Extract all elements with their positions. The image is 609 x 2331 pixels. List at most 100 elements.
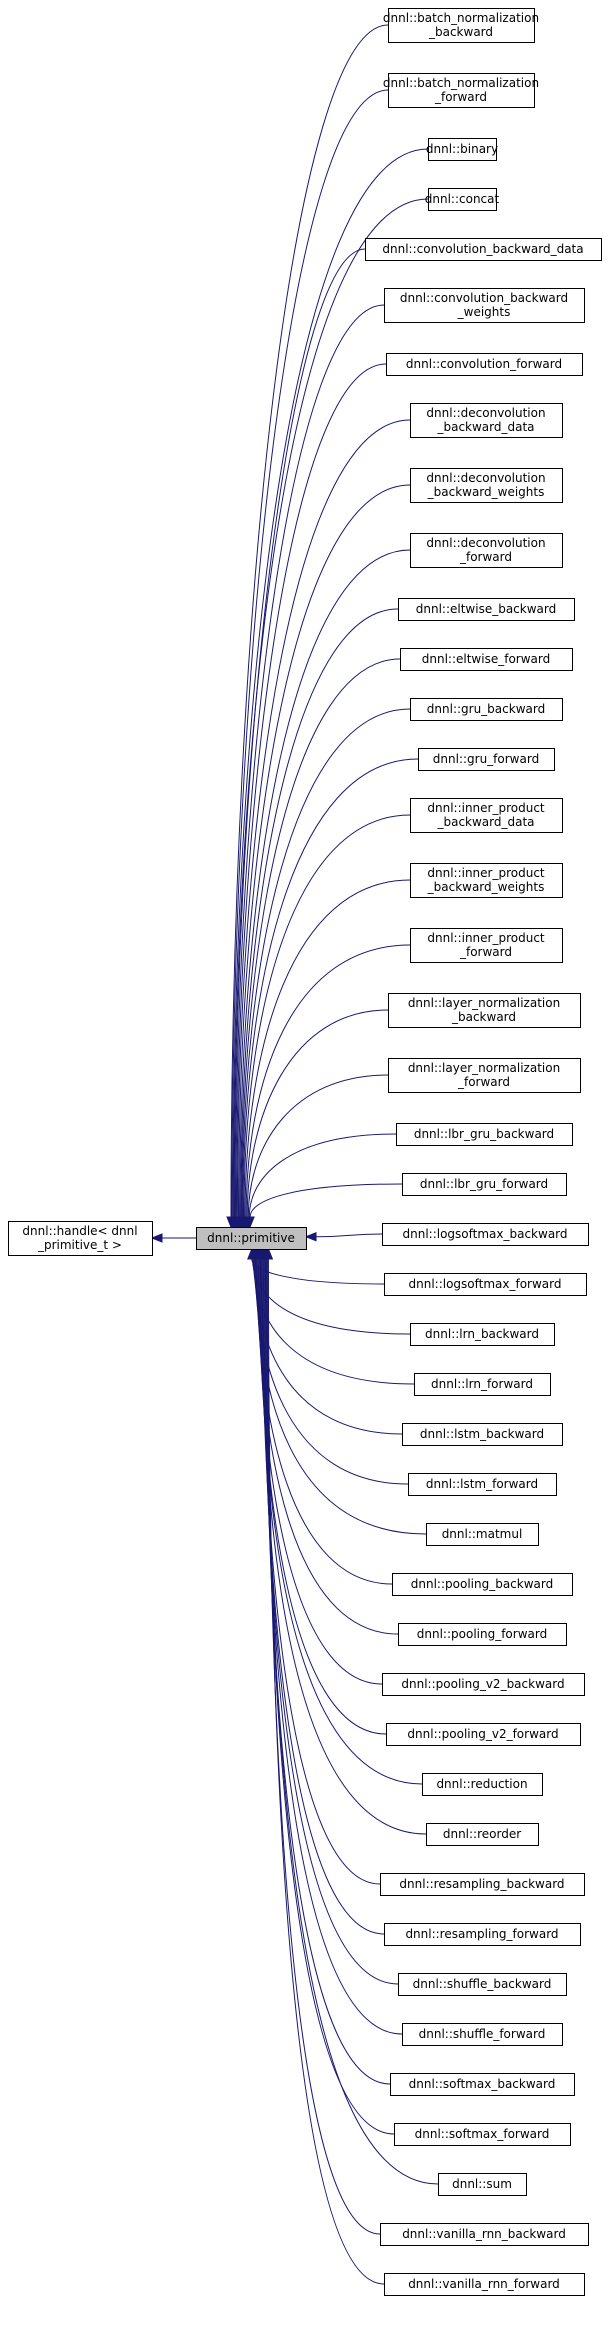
lrn-backward-node[interactable]: dnnl::lrn_backward	[410, 1323, 555, 1346]
lstm-backward-box	[402, 1423, 563, 1446]
pooling-v2-forward-node[interactable]: dnnl::pooling_v2_forward	[386, 1723, 581, 1746]
lrn-forward-box	[414, 1373, 551, 1396]
gru-forward-edge	[242, 758, 419, 1218]
pooling-backward-box	[392, 1573, 573, 1596]
lbr-gru-forward-label-line: dnnl::lbr_gru_forward	[420, 1177, 548, 1191]
gru-forward-node[interactable]: dnnl::gru_forward	[418, 748, 555, 771]
resampling-backward-label-line: dnnl::resampling_backward	[399, 1877, 564, 1891]
resampling-backward-box	[380, 1873, 585, 1896]
vanilla-rnn-backward-node[interactable]: dnnl::vanilla_rnn_backward	[380, 2223, 589, 2246]
logsoftmax-backward-node[interactable]: dnnl::logsoftmax_backward	[382, 1223, 589, 1246]
edges	[150, 24, 439, 2285]
convolution-backward-data-node[interactable]: dnnl::convolution_backward_data	[365, 238, 602, 261]
pooling-v2-backward-edge	[257, 1258, 383, 1685]
pooling-forward-node[interactable]: dnnl::pooling_forward	[398, 1623, 567, 1646]
convolution-backward-data-label-line: dnnl::convolution_backward_data	[382, 242, 583, 256]
nodes: dnnl::handle< dnnl_primitive_t > dnnl::pr…	[8, 8, 602, 2296]
lrn-forward-edge	[252, 1258, 415, 1385]
lstm-backward-node[interactable]: dnnl::lstm_backward	[402, 1423, 563, 1446]
reduction-node[interactable]: dnnl::reduction	[422, 1773, 543, 1796]
batch-normalization-forward-label-line: dnnl::batch_normalization	[383, 76, 539, 90]
inner-product-backward-weights-node[interactable]: dnnl::inner_product_backward_weights	[410, 863, 563, 898]
layer-normalization-backward-box	[388, 993, 581, 1028]
lbr-gru-forward-node[interactable]: dnnl::lbr_gru_forward	[402, 1173, 567, 1196]
convolution-backward-weights-node[interactable]: dnnl::convolution_backward_weights	[384, 288, 585, 323]
base-class-node[interactable]: dnnl::handle< dnnl_primitive_t >	[8, 1221, 153, 1256]
layer-normalization-backward-label-line: _backward	[451, 1010, 516, 1024]
binary-edge	[232, 148, 429, 1218]
resampling-forward-node[interactable]: dnnl::resampling_forward	[384, 1923, 581, 1946]
lrn-forward-node[interactable]: dnnl::lrn_forward	[414, 1373, 551, 1396]
pooling-forward-label-line: dnnl::pooling_forward	[417, 1627, 547, 1641]
deconvolution-forward-box	[410, 533, 563, 568]
convolution-forward-node[interactable]: dnnl::convolution_forward	[386, 353, 583, 376]
softmax-backward-label-line: dnnl::softmax_backward	[409, 2077, 556, 2091]
concat-edge	[233, 198, 429, 1218]
deconvolution-backward-data-label-line: dnnl::deconvolution	[426, 406, 545, 420]
deconvolution-forward-edge	[239, 549, 411, 1218]
logsoftmax-forward-node[interactable]: dnnl::logsoftmax_forward	[384, 1273, 587, 1296]
deconvolution-forward-node[interactable]: dnnl::deconvolution_forward	[410, 533, 563, 568]
resampling-backward-node[interactable]: dnnl::resampling_backward	[380, 1873, 585, 1896]
layer-normalization-forward-label-line: dnnl::layer_normalization	[408, 1061, 560, 1075]
vanilla-rnn-forward-label-line: dnnl::vanilla_rnn_forward	[408, 2277, 560, 2291]
deconvolution-forward-label-line: _forward	[459, 550, 512, 564]
pooling-v2-forward-box	[386, 1723, 581, 1746]
inner-product-forward-node[interactable]: dnnl::inner_product_forward	[410, 928, 563, 963]
softmax-backward-node[interactable]: dnnl::softmax_backward	[390, 2073, 575, 2096]
reorder-node[interactable]: dnnl::reorder	[426, 1823, 539, 1846]
batch-normalization-backward-label-line: dnnl::batch_normalization	[383, 11, 539, 25]
lbr-gru-backward-node[interactable]: dnnl::lbr_gru_backward	[396, 1123, 573, 1146]
reorder-label-line: dnnl::reorder	[443, 1827, 521, 1841]
batch-normalization-forward-node[interactable]: dnnl::batch_normalization_forward	[383, 73, 539, 108]
matmul-node[interactable]: dnnl::matmul	[426, 1523, 539, 1546]
vanilla-rnn-backward-box	[380, 2223, 589, 2246]
lstm-forward-node[interactable]: dnnl::lstm_forward	[408, 1473, 557, 1496]
inner-product-backward-data-label-line: dnnl::inner_product	[427, 801, 545, 815]
shuffle-backward-node[interactable]: dnnl::shuffle_backward	[398, 1973, 567, 1996]
lrn-backward-label-line: dnnl::lrn_backward	[425, 1327, 539, 1341]
shuffle-forward-edge	[263, 1258, 403, 2035]
lbr-gru-forward-box	[402, 1173, 567, 1196]
gru-backward-node[interactable]: dnnl::gru_backward	[410, 698, 563, 721]
binary-label-line: dnnl::binary	[426, 142, 498, 156]
softmax-forward-node[interactable]: dnnl::softmax_forward	[394, 2123, 571, 2146]
batch-normalization-forward-box	[388, 73, 535, 108]
deconvolution-backward-weights-node[interactable]: dnnl::deconvolution_backward_weights	[410, 468, 563, 503]
convolution-backward-data-edge	[234, 248, 366, 1218]
convolution-backward-weights-edge	[234, 304, 385, 1218]
logsoftmax-backward-arrowhead	[304, 1232, 317, 1242]
eltwise-forward-node[interactable]: dnnl::eltwise_forward	[400, 648, 573, 671]
convolution-forward-edge	[235, 363, 387, 1218]
vanilla-rnn-forward-node[interactable]: dnnl::vanilla_rnn_forward	[384, 2273, 585, 2296]
softmax-backward-box	[390, 2073, 575, 2096]
inner-product-backward-data-node[interactable]: dnnl::inner_product_backward_data	[410, 798, 563, 833]
gru-forward-box	[418, 748, 555, 771]
batch-normalization-forward-label-line: _forward	[434, 90, 487, 104]
shuffle-forward-node[interactable]: dnnl::shuffle_forward	[402, 2023, 563, 2046]
pooling-v2-backward-node[interactable]: dnnl::pooling_v2_backward	[382, 1673, 585, 1696]
lrn-backward-box	[410, 1323, 555, 1346]
eltwise-backward-node[interactable]: dnnl::eltwise_backward	[398, 598, 575, 621]
concat-node[interactable]: dnnl::concat	[425, 188, 500, 211]
vanilla-rnn-backward-label-line: dnnl::vanilla_rnn_backward	[402, 2227, 566, 2241]
softmax-backward-edge	[264, 1258, 391, 2085]
shuffle-backward-edge	[262, 1258, 399, 1985]
inner-product-backward-data-label-line: _backward_data	[436, 815, 534, 829]
binary-node[interactable]: dnnl::binary	[426, 138, 498, 161]
concat-label-line: dnnl::concat	[425, 192, 500, 206]
base-class-label-line: _primitive_t >	[37, 1238, 122, 1252]
convolution-forward-label-line: dnnl::convolution_forward	[406, 357, 562, 371]
layer-normalization-forward-node[interactable]: dnnl::layer_normalization_forward	[388, 1058, 581, 1093]
batch-normalization-backward-node[interactable]: dnnl::batch_normalization_backward	[383, 8, 539, 43]
eltwise-forward-label-line: dnnl::eltwise_forward	[422, 652, 550, 666]
lbr-gru-backward-box	[396, 1123, 573, 1146]
deconvolution-forward-label-line: dnnl::deconvolution	[426, 536, 545, 550]
layer-normalization-backward-node[interactable]: dnnl::layer_normalization_backward	[388, 993, 581, 1028]
logsoftmax-forward-label-line: dnnl::logsoftmax_forward	[408, 1277, 561, 1291]
primitive-class-node[interactable]: dnnl::primitive	[196, 1227, 307, 1250]
sum-node[interactable]: dnnl::sum	[438, 2173, 527, 2196]
binary-box	[428, 138, 497, 161]
pooling-backward-node[interactable]: dnnl::pooling_backward	[392, 1573, 573, 1596]
deconvolution-backward-data-node[interactable]: dnnl::deconvolution_backward_data	[410, 403, 563, 438]
